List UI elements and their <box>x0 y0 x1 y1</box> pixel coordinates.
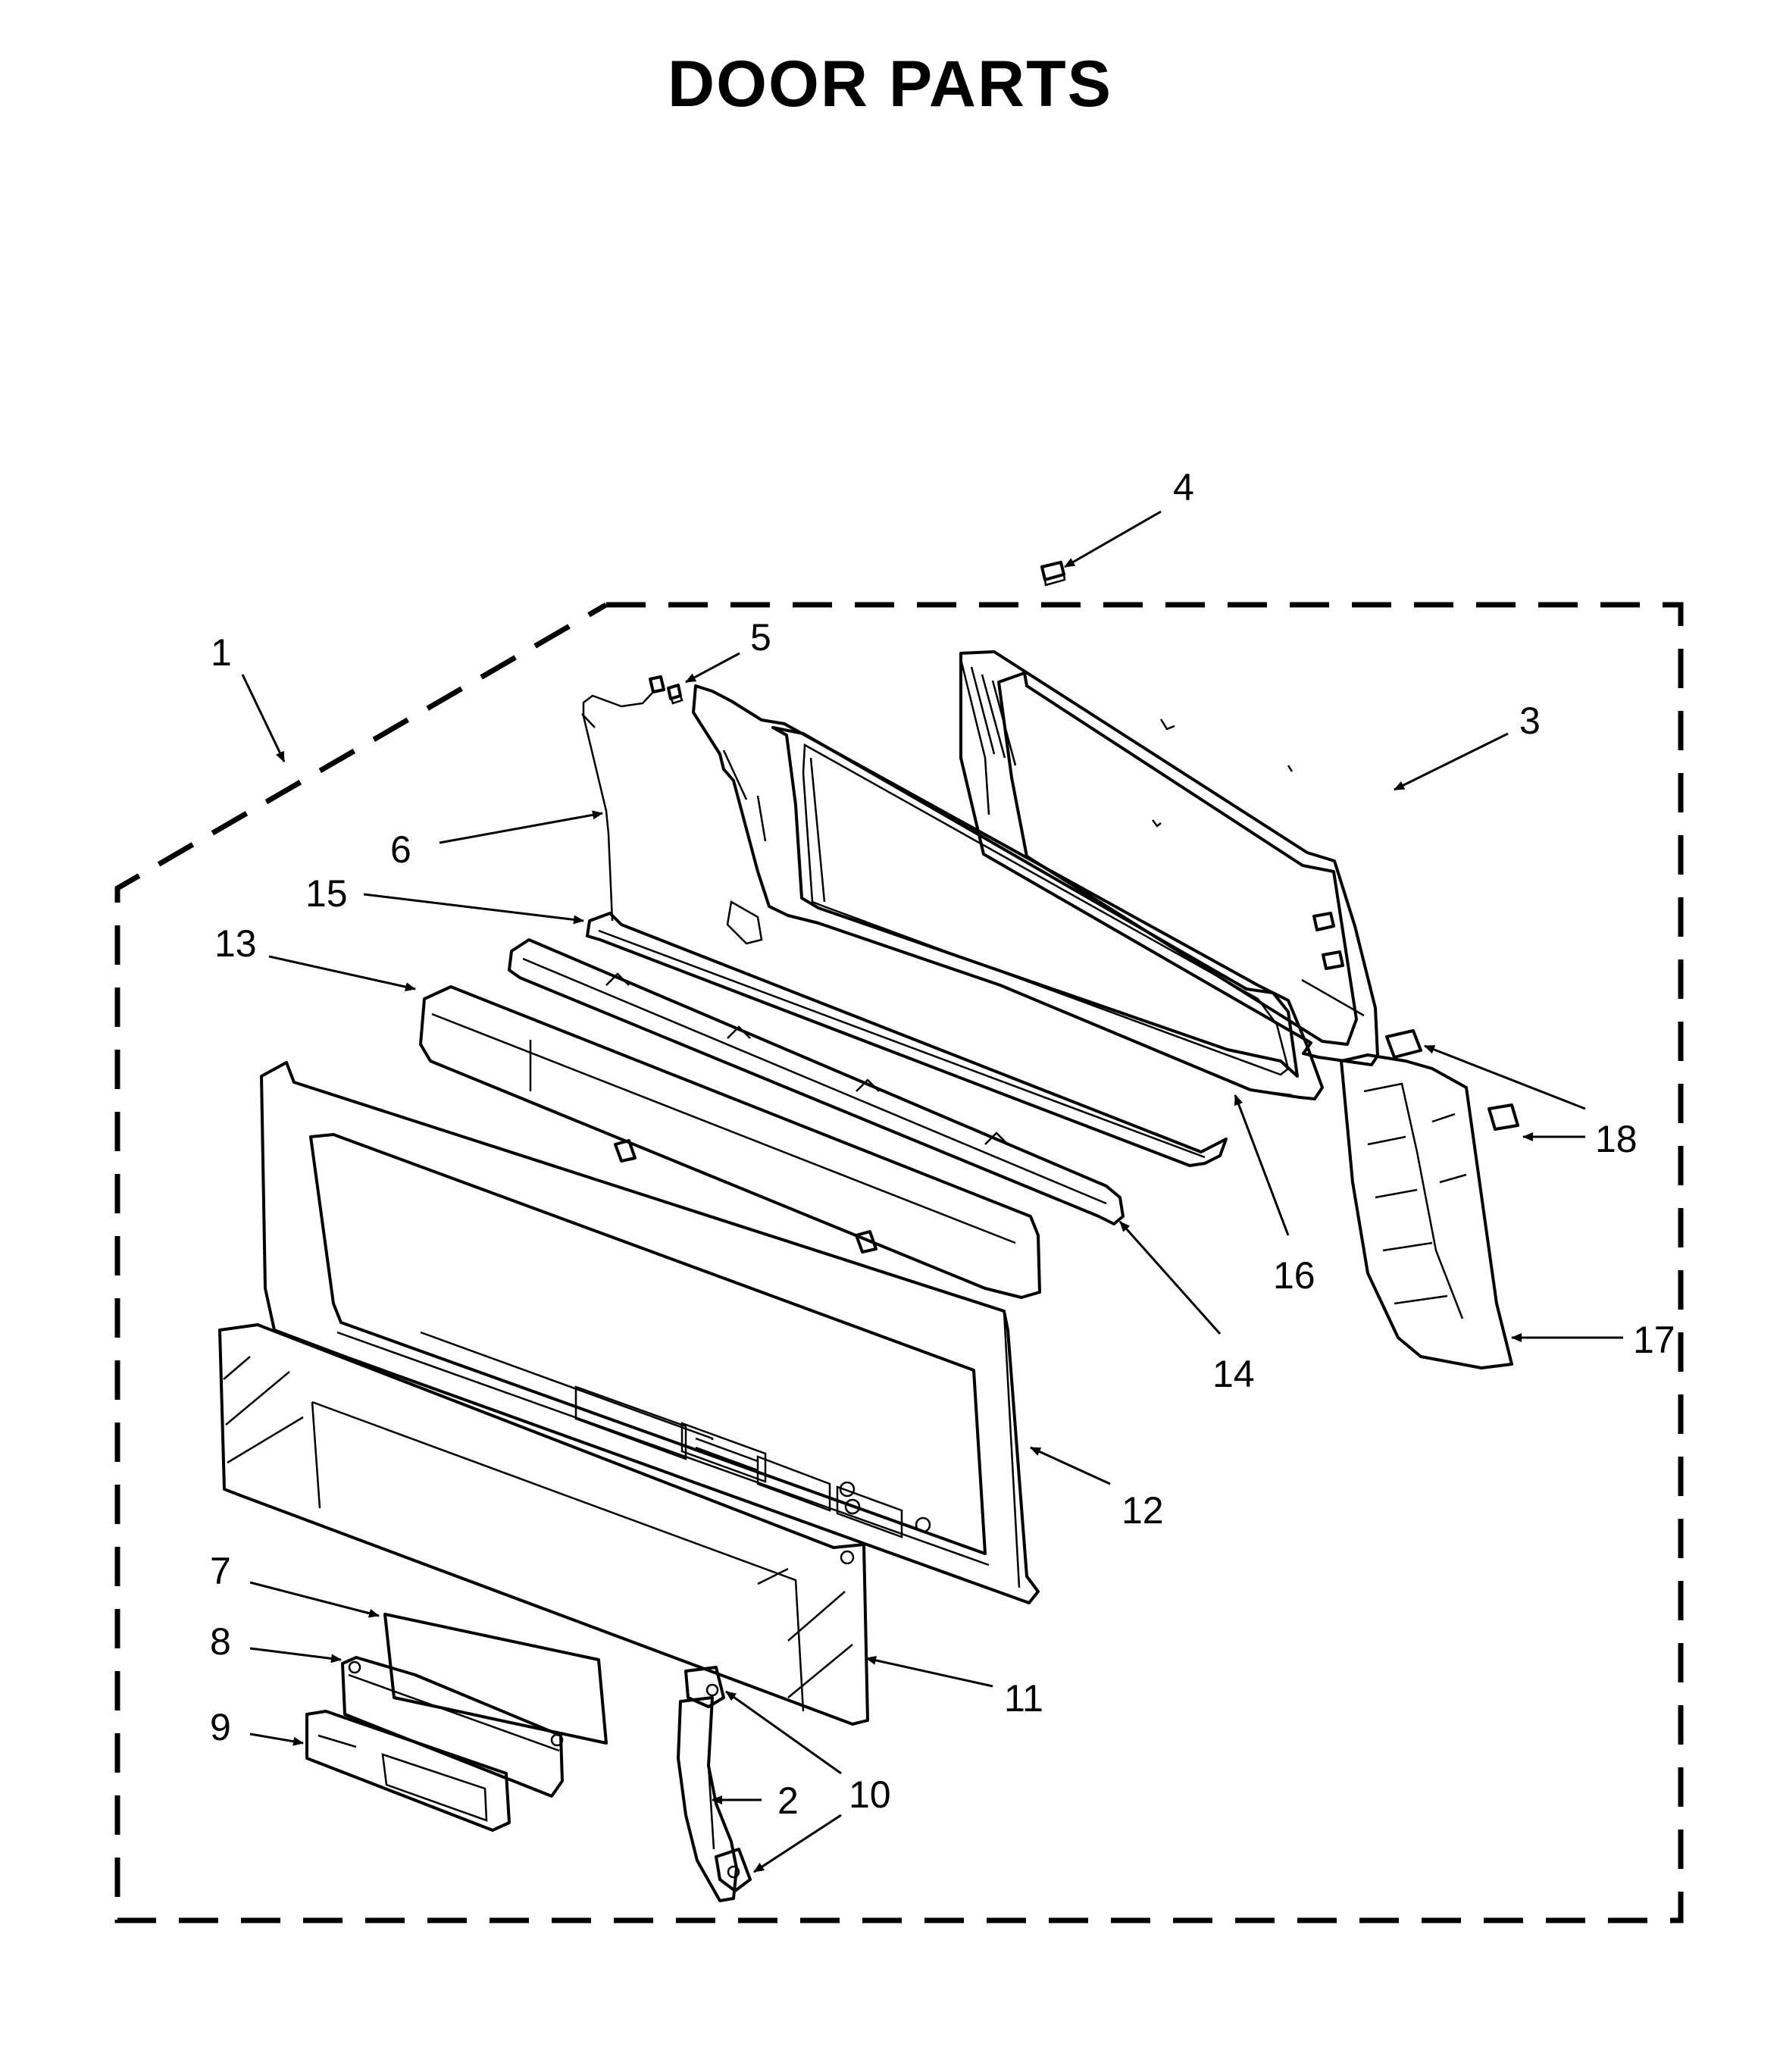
callout-8: 8 <box>210 1620 231 1663</box>
part-18-bracket-lower <box>1488 1103 1519 1131</box>
callout-18: 18 <box>1595 1118 1638 1160</box>
callout-17: 17 <box>1633 1319 1675 1361</box>
part-14-lower-rail <box>508 938 1125 1225</box>
leader-10b <box>753 1814 842 1873</box>
callout-15: 15 <box>305 872 348 915</box>
callout-9: 9 <box>210 1706 231 1748</box>
part-6-wire-harness <box>581 675 665 922</box>
part-11-door-glass <box>218 1323 869 1726</box>
part-8-control-board <box>341 1656 564 1798</box>
callout-7: 7 <box>210 1550 231 1592</box>
leader-9 <box>249 1732 304 1746</box>
part-12-door-trim <box>260 1061 1040 1604</box>
page-title: DOOR PARTS <box>668 48 1112 121</box>
callout-1: 1 <box>211 631 232 674</box>
part-10-handle-cap-bottom <box>715 1848 752 1892</box>
part-9-display-board <box>305 1710 511 1832</box>
callout-11: 11 <box>1004 1677 1043 1720</box>
part-18-bracket-upper <box>1385 1029 1422 1059</box>
callout-5: 5 <box>750 616 771 659</box>
leader-1 <box>241 674 286 762</box>
leader-4 <box>1064 510 1162 568</box>
callout-10: 10 <box>849 1773 891 1816</box>
leader-8 <box>249 1647 342 1664</box>
leader-11 <box>865 1655 993 1688</box>
callout-6: 6 <box>390 828 411 871</box>
part-13-control-bracket <box>419 985 1041 1299</box>
part-2-handle <box>677 1696 738 1902</box>
leader-16 <box>1234 1094 1290 1236</box>
leader-12 <box>1030 1446 1111 1485</box>
callout-12: 12 <box>1121 1489 1164 1532</box>
part-17-side-frame <box>1340 1053 1513 1369</box>
leader-15 <box>363 893 584 925</box>
callout-4: 4 <box>1173 466 1194 509</box>
leader-18a <box>1424 1044 1586 1110</box>
leader-3 <box>1394 732 1509 791</box>
leader-13 <box>268 955 416 992</box>
callout-16: 16 <box>1273 1254 1315 1297</box>
leader-5 <box>685 652 740 684</box>
assembly-boundary <box>114 602 1684 1923</box>
callout-2: 2 <box>777 1779 799 1822</box>
part-7-membrane-panel <box>383 1613 608 1745</box>
part-15-hinge-rail <box>586 912 1228 1167</box>
leader-7 <box>249 1581 380 1618</box>
part-3-door-frame <box>959 650 1379 1066</box>
part-16-inner-door-panel <box>692 684 1324 1100</box>
callout-14: 14 <box>1212 1353 1255 1395</box>
callout-3: 3 <box>1519 700 1541 742</box>
leader-10a <box>725 1690 842 1775</box>
callout-13: 13 <box>214 922 257 965</box>
part-4-clip <box>1040 561 1066 587</box>
part-10-handle-cap-top <box>684 1666 725 1708</box>
leader-6 <box>439 810 603 844</box>
leader-14 <box>1118 1221 1222 1335</box>
part-5-clip <box>667 684 684 705</box>
